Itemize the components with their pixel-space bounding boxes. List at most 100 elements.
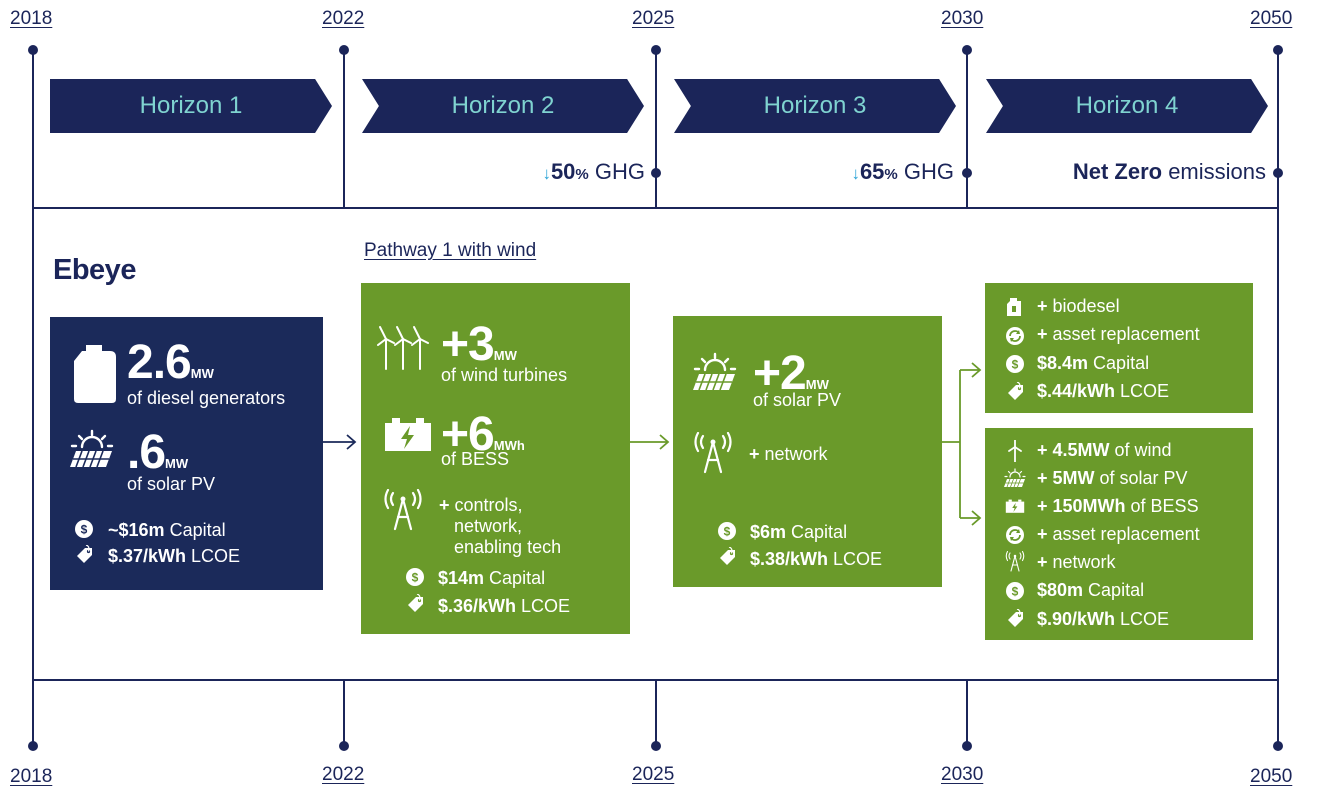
capital-text: $6m Capital	[750, 522, 847, 543]
bess-unit: MWh	[493, 438, 525, 453]
option-line: $.90/kWh LCOE	[1037, 609, 1169, 630]
lcoe-text: $.37/kWh LCOE	[108, 546, 240, 567]
lcoe-amount: $.36/kWh	[438, 596, 517, 616]
option-text: asset replacement	[1047, 324, 1200, 344]
solar-desc: of solar PV	[127, 474, 216, 494]
option-bold: + 150MWh	[1037, 496, 1126, 516]
year-label-2025-bottom[interactable]: 2025	[632, 764, 675, 785]
option-line: + asset replacement	[1037, 324, 1200, 345]
year-label-2050-bottom[interactable]: 2050	[1250, 766, 1293, 787]
diesel-value: 2.6	[127, 336, 192, 389]
timeline-line-2030-top	[966, 50, 968, 208]
target-2025-ghg: ↓50% GHG	[542, 159, 645, 185]
antenna-icon	[1005, 551, 1025, 572]
capital-label: Capital	[484, 568, 546, 588]
arrow-box3-to-options	[942, 362, 982, 526]
option-line: $.44/kWh LCOE	[1037, 381, 1169, 402]
option-bold: $8.4m	[1037, 353, 1089, 373]
timeline-dot	[339, 741, 349, 751]
frame-bottom-line	[32, 679, 1279, 681]
timeline-dot	[1273, 741, 1283, 751]
target-bold: Net Zero	[1072, 159, 1163, 184]
timeline-line-2025-top	[655, 50, 657, 208]
solar-panel-icon	[1003, 468, 1026, 488]
pathway-link[interactable]: Pathway 1 with wind	[364, 240, 537, 261]
option-bold: $80m	[1037, 580, 1084, 600]
timeline-dot	[1273, 168, 1283, 178]
timeline-line-2025-bottom	[655, 680, 657, 746]
option-line: + network	[1037, 552, 1116, 573]
lcoe-amount: $.38/kWh	[750, 549, 829, 569]
controls-item: controls,	[454, 495, 523, 515]
solar-capacity: +2MW	[753, 350, 829, 398]
diesel-desc: of diesel generators	[127, 388, 286, 408]
controls-line: enabling tech	[454, 537, 562, 557]
lcoe-text: $.36/kWh LCOE	[438, 596, 570, 617]
solar-unit: MW	[165, 456, 189, 471]
lcoe-amount: $.37/kWh	[108, 546, 187, 566]
bess-capacity: +6MWh	[441, 411, 525, 459]
fuel-can-icon	[1007, 298, 1021, 316]
option-text: LCOE	[1115, 609, 1170, 629]
target-percent: %	[884, 166, 898, 183]
network-label: network	[764, 444, 828, 464]
option-bold: +	[1037, 324, 1048, 344]
option-bold: + 5MW	[1037, 468, 1095, 488]
timeline-dot	[651, 168, 661, 178]
price-tag-icon	[719, 547, 736, 566]
dollar-icon	[1006, 582, 1024, 600]
dollar-icon	[1006, 355, 1024, 373]
capital-label: Capital	[786, 522, 848, 542]
capital-label: Capital	[164, 520, 226, 540]
option-text: Capital	[1083, 580, 1145, 600]
option-line: + biodesel	[1037, 296, 1120, 317]
battery-icon	[385, 418, 431, 451]
baseline-box: 2.6MW of diesel generators .6MW of solar…	[50, 317, 323, 590]
timeline-dot	[651, 45, 661, 55]
option-bold: $.90/kWh	[1037, 609, 1116, 629]
year-label-2022-bottom[interactable]: 2022	[322, 764, 365, 785]
year-label-2050-top[interactable]: 2050	[1250, 8, 1293, 29]
bess-value: +6	[441, 408, 495, 461]
timeline-line-2018	[32, 50, 34, 746]
year-label-2030-top[interactable]: 2030	[941, 8, 984, 29]
replace-icon	[1005, 525, 1025, 545]
price-tag-icon	[1007, 609, 1024, 628]
pathway-stage-2-box: +2MW of solar PV + network $6m Capital $…	[673, 316, 942, 587]
wind-unit: MW	[493, 348, 517, 363]
controls-line: network,	[454, 516, 523, 536]
timeline-dot	[28, 741, 38, 751]
capital-amount: ~$16m	[108, 520, 165, 540]
year-label-2030-bottom[interactable]: 2030	[941, 764, 984, 785]
year-label-2018-bottom[interactable]: 2018	[10, 766, 53, 787]
option-line: + asset replacement	[1037, 524, 1200, 545]
option-text: biodesel	[1047, 296, 1120, 316]
year-label-2022-top[interactable]: 2022	[322, 8, 365, 29]
down-arrow-icon: ↓	[851, 164, 860, 183]
wind-turbine-icon	[1008, 440, 1022, 462]
arrow-box1-to-box2	[323, 434, 357, 450]
target-text: GHG	[588, 159, 645, 184]
option-line: + 150MWh of BESS	[1037, 496, 1199, 517]
price-tag-icon	[407, 594, 424, 613]
price-tag-icon	[76, 545, 93, 564]
option-text: Capital	[1088, 353, 1150, 373]
timeline-dot	[962, 45, 972, 55]
year-label-2025-top[interactable]: 2025	[632, 8, 675, 29]
target-2050-net-zero: Net Zero emissions	[1073, 159, 1266, 185]
option-text: of BESS	[1125, 496, 1199, 516]
option-biodiesel-box: + biodesel + asset replacement $8.4m Cap…	[985, 283, 1253, 413]
diesel-generator-icon	[74, 345, 116, 403]
wind-desc: of wind turbines	[441, 365, 568, 385]
solar-capacity: .6MW	[127, 429, 188, 477]
year-label-2018-top[interactable]: 2018	[10, 8, 53, 29]
horizon-1-chevron: Horizon 1	[50, 79, 332, 133]
option-bold: +	[1037, 296, 1048, 316]
horizon-2-chevron: Horizon 2	[362, 79, 644, 133]
option-text: LCOE	[1115, 381, 1170, 401]
target-value: 65	[859, 159, 885, 184]
antenna-icon	[384, 489, 422, 531]
diesel-capacity: 2.6MW	[127, 339, 214, 387]
horizon-3-chevron: Horizon 3	[674, 79, 956, 133]
target-text: GHG	[897, 159, 954, 184]
